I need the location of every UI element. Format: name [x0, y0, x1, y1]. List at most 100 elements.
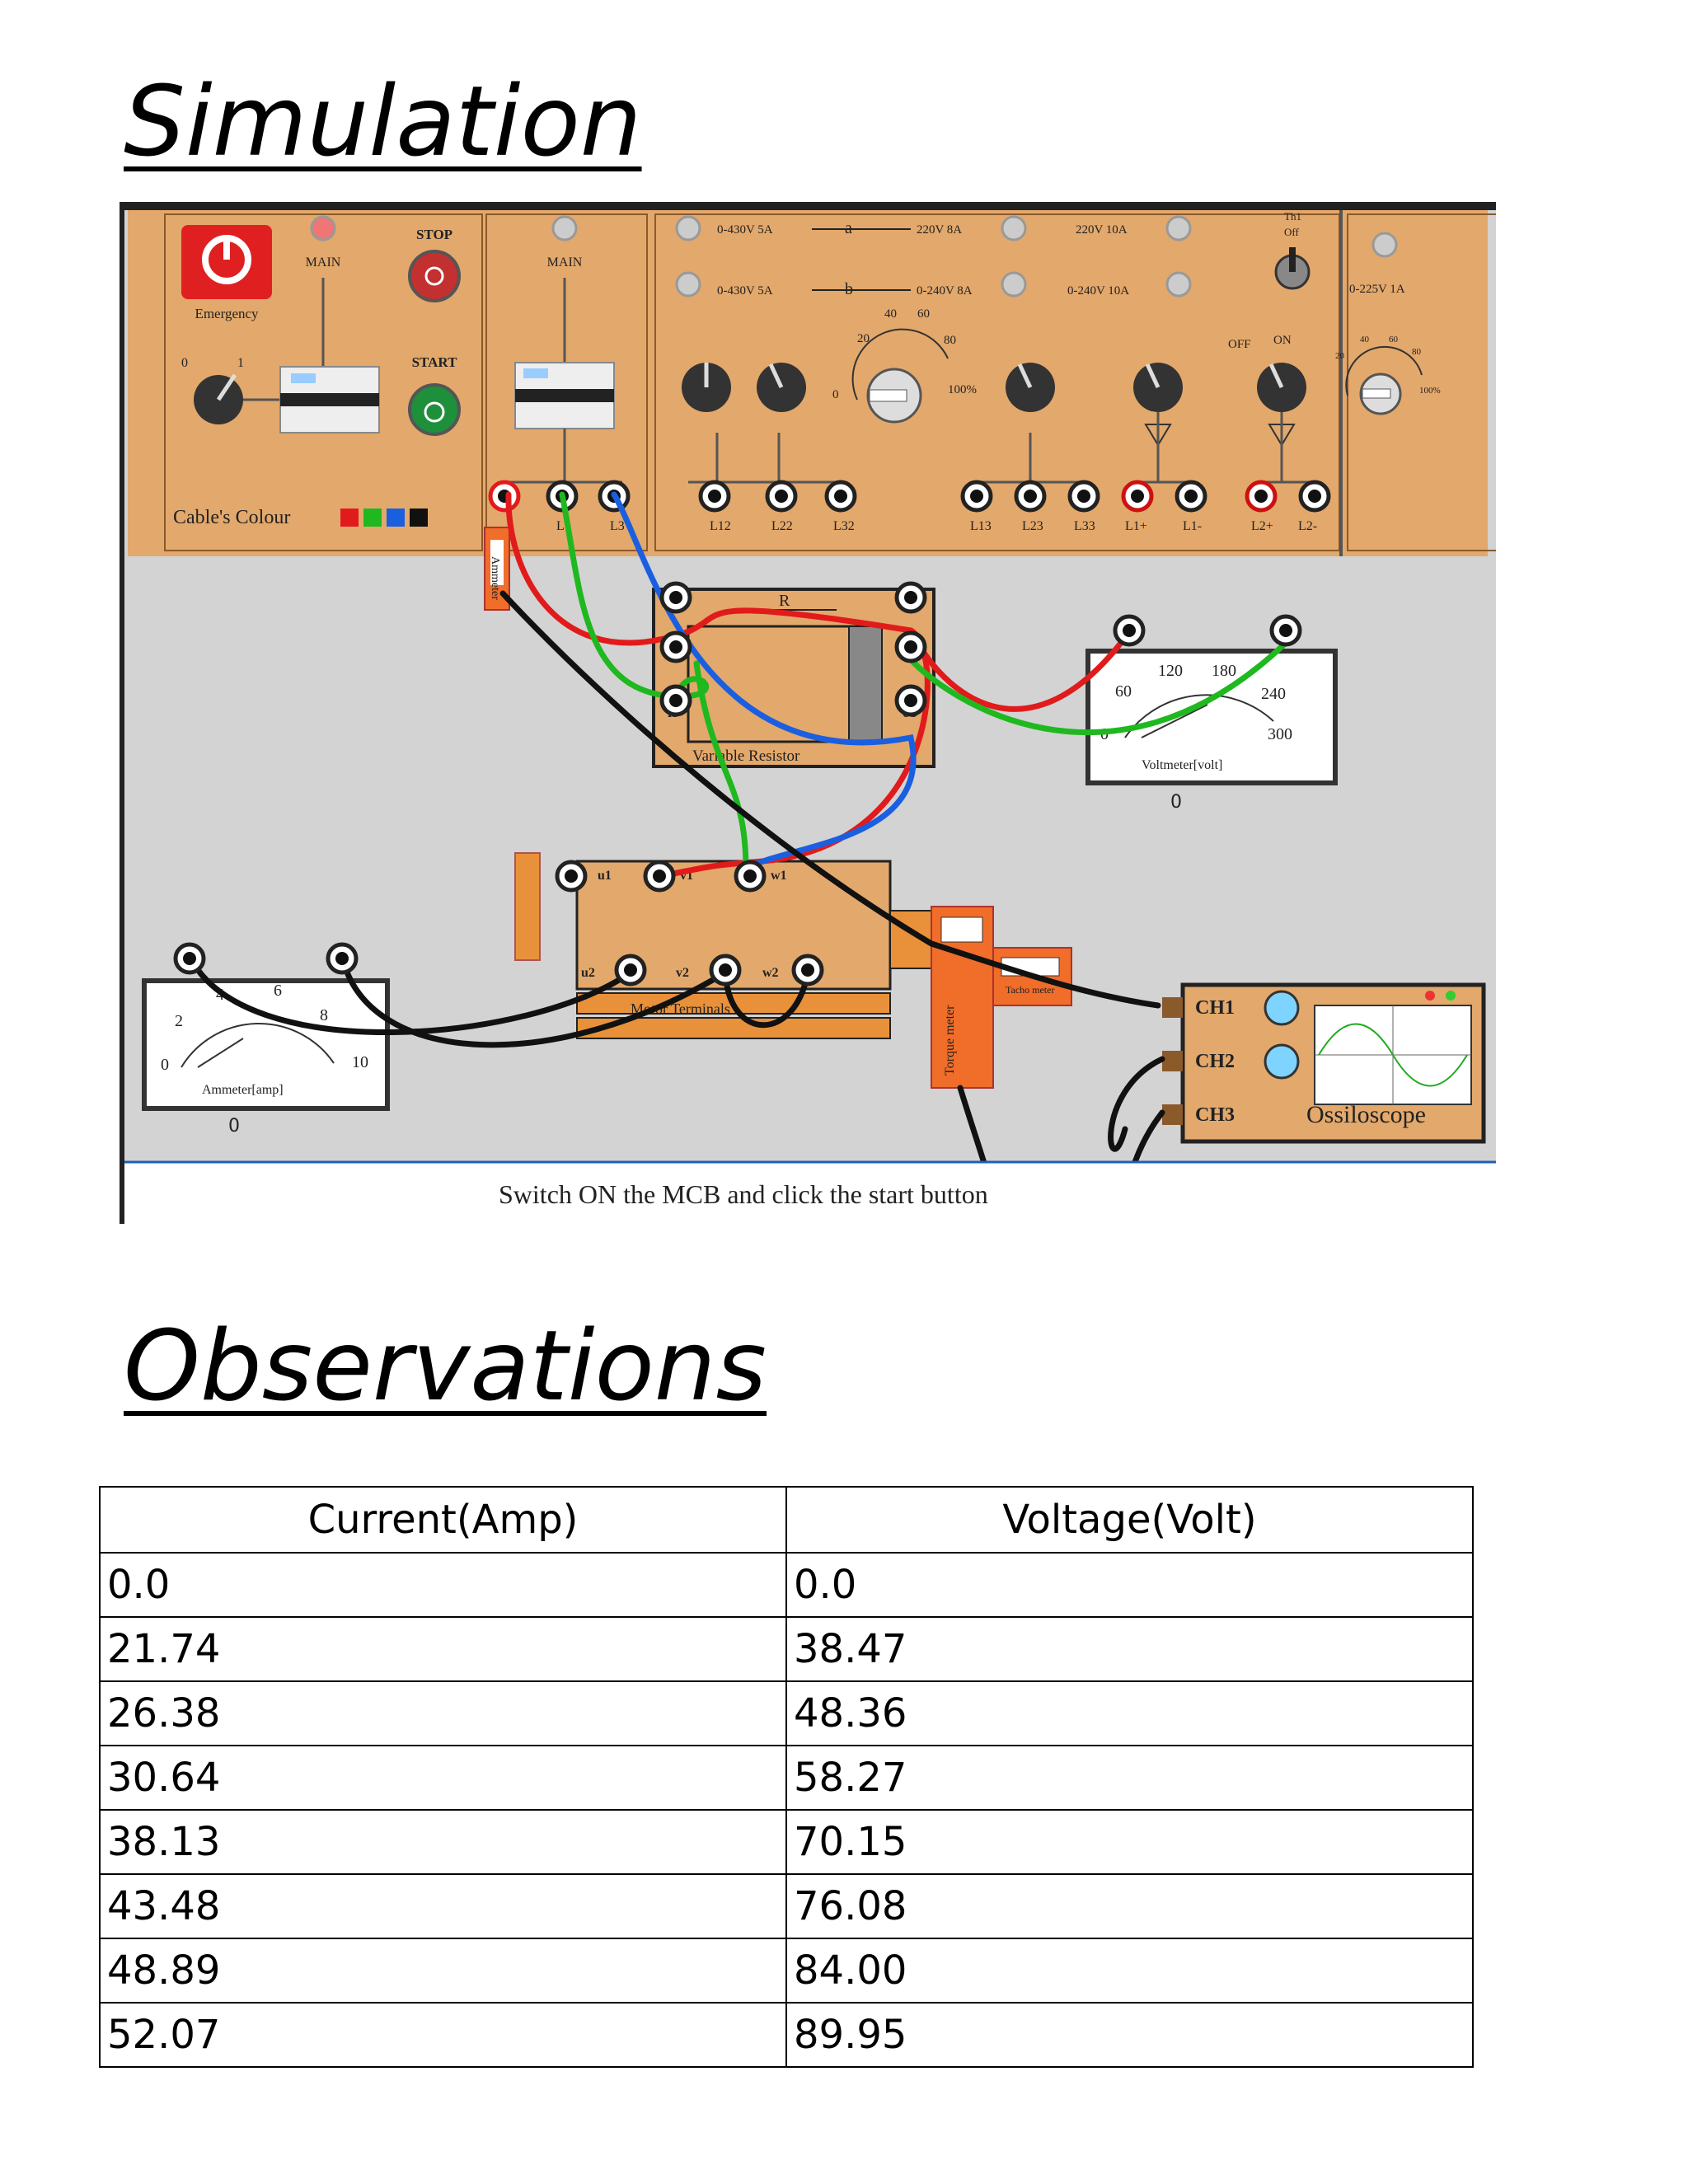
emergency-button[interactable]: Emergency	[181, 225, 272, 321]
switch-0-label: 0	[181, 356, 188, 370]
svg-text:10: 10	[352, 1053, 368, 1071]
selector-knob-b[interactable]	[757, 363, 806, 412]
svg-text:u1: u1	[598, 869, 612, 883]
current-cell: 38.13	[99, 1809, 787, 1875]
selector-knob-d[interactable]	[1133, 363, 1183, 412]
ch2-knob[interactable]	[1264, 1043, 1300, 1080]
stop-button[interactable]	[408, 250, 461, 302]
off-label: OFF	[1228, 338, 1251, 351]
device-terminal[interactable]	[614, 954, 647, 987]
svg-text:40: 40	[1360, 335, 1370, 344]
device-terminal[interactable]	[734, 860, 767, 893]
ch2-label: CH2	[1195, 1051, 1235, 1072]
selector-knob-a[interactable]	[682, 363, 731, 412]
terminal-socket[interactable]	[488, 480, 521, 513]
voltage-cell: 38.47	[785, 1616, 1474, 1682]
motor-terminals-label: Motor Terminals	[631, 1001, 730, 1017]
svg-text:2: 2	[175, 1012, 183, 1030]
voltage-cell: 0.0	[785, 1552, 1474, 1618]
range-a-right: 220V 8A	[917, 223, 962, 237]
voltmeter-reading: 0	[1170, 792, 1182, 813]
voltage-cell: 76.08	[785, 1873, 1474, 1939]
on-label: ON	[1273, 334, 1292, 347]
terminal-socket[interactable]	[1014, 480, 1047, 513]
observations-heading: Observations	[124, 1309, 767, 1422]
svg-text:L2-: L2-	[1298, 519, 1317, 533]
terminal-socket[interactable]	[1121, 480, 1154, 513]
terminal-socket[interactable]	[824, 480, 857, 513]
voltage-cell: 48.36	[785, 1680, 1474, 1746]
svg-text:180: 180	[1212, 662, 1236, 680]
main-label-right: MAIN	[547, 255, 583, 269]
device-terminal[interactable]	[894, 581, 927, 614]
range-b-left: 0-430V 5A	[717, 284, 773, 298]
svg-text:L13: L13	[970, 519, 992, 533]
terminal-socket[interactable]	[765, 480, 798, 513]
main-rotary-switch[interactable]	[194, 373, 243, 424]
simulation-heading: Simulation	[124, 64, 642, 178]
current-cell: 21.74	[99, 1616, 787, 1682]
current-cell: 52.07	[99, 2002, 787, 2068]
range-b-far: 0-240V 10A	[1067, 284, 1129, 298]
dc-selector-knob[interactable]	[1257, 363, 1306, 412]
toggle-switch[interactable]	[1274, 247, 1311, 290]
dc-voltage-dial[interactable]: 20 40 60 80 100%	[1335, 335, 1441, 415]
terminal-socket[interactable]	[1175, 480, 1207, 513]
device-terminal[interactable]	[326, 942, 359, 975]
device-terminal[interactable]	[894, 684, 927, 717]
terminal-socket[interactable]	[1067, 480, 1100, 513]
svg-text:L33: L33	[1074, 519, 1095, 533]
svg-text:L12: L12	[710, 519, 731, 533]
selector-knob-c[interactable]	[1006, 363, 1055, 412]
svg-text:w2: w2	[762, 966, 779, 980]
switch-1-label: 1	[237, 356, 244, 370]
main-indicator-lamp-2	[551, 215, 578, 241]
th-label: Th1	[1284, 210, 1301, 223]
mcb-breaker-2[interactable]	[514, 362, 615, 429]
off-label-top: Off	[1284, 226, 1299, 238]
device-terminal[interactable]	[1269, 614, 1302, 647]
device-terminal[interactable]	[659, 581, 692, 614]
device-terminal[interactable]	[555, 860, 588, 893]
terminal-socket[interactable]	[1298, 480, 1331, 513]
ch1-knob[interactable]	[1264, 990, 1300, 1026]
svg-text:0: 0	[832, 388, 839, 401]
terminal-sockets[interactable]	[488, 480, 1331, 513]
device-terminal[interactable]	[173, 942, 206, 975]
dc-range-label: 0-225V 1A	[1349, 283, 1405, 296]
start-button[interactable]	[408, 383, 461, 436]
device-terminals[interactable]	[173, 581, 1302, 987]
terminal-socket[interactable]	[960, 480, 993, 513]
voltage-dial[interactable]: 20 40 60 80 100% 0	[832, 307, 977, 424]
current-cell: 43.48	[99, 1873, 787, 1939]
device-terminal[interactable]	[659, 630, 692, 663]
current-cell: 0.0	[99, 1552, 787, 1618]
svg-text:u2: u2	[581, 966, 595, 980]
start-label: START	[412, 354, 457, 370]
svg-text:60: 60	[917, 307, 930, 321]
svg-text:300: 300	[1268, 725, 1292, 743]
table-header-row: Current(Amp) Voltage(Volt)	[99, 1486, 1474, 1554]
terminal-socket[interactable]	[698, 480, 731, 513]
voltage-cell: 84.00	[785, 1938, 1474, 2004]
device-terminal[interactable]	[709, 954, 742, 987]
svg-text:100%: 100%	[1419, 386, 1441, 396]
mcb-breaker-1[interactable]	[279, 366, 380, 434]
terminal-socket[interactable]	[1245, 480, 1278, 513]
cable-colour-label: Cable's Colour	[173, 507, 290, 528]
range-a-left: 0-430V 5A	[717, 223, 773, 237]
device-terminal[interactable]	[894, 630, 927, 663]
svg-text:60: 60	[1115, 682, 1132, 701]
stop-label: STOP	[416, 227, 452, 242]
oscilloscope-label: Ossiloscope	[1306, 1101, 1426, 1128]
device-terminal[interactable]	[643, 860, 676, 893]
svg-text:w1: w1	[771, 869, 787, 883]
svg-text:0: 0	[161, 1056, 169, 1074]
svg-text:L1-: L1-	[1183, 519, 1202, 533]
svg-text:L2+: L2+	[1251, 519, 1273, 533]
device-terminal[interactable]	[791, 954, 824, 987]
device-terminal[interactable]	[1113, 614, 1146, 647]
device-terminal[interactable]	[659, 684, 692, 717]
